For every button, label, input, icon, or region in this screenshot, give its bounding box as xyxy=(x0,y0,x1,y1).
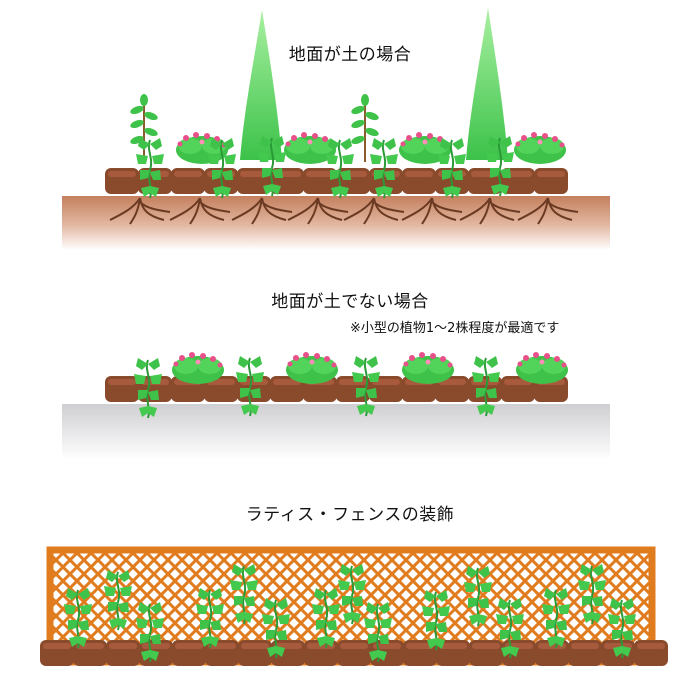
lattice-scene xyxy=(40,546,668,666)
soil-section-title: 地面が土の場合 xyxy=(288,45,412,65)
conifer-icon xyxy=(240,8,508,160)
soil-ground xyxy=(62,196,610,250)
hard-ground-scene xyxy=(62,352,610,460)
brick-edging xyxy=(105,376,568,402)
soil-scene xyxy=(62,8,610,250)
lattice-section-title: ラティス・フェンスの装飾 xyxy=(245,505,455,525)
hard-ground-section-title: 地面が土でない場合 xyxy=(271,292,429,312)
brick-edging xyxy=(40,640,668,666)
hard-ground-note: ※小型の植物1～2株程度が最適です xyxy=(350,321,560,336)
